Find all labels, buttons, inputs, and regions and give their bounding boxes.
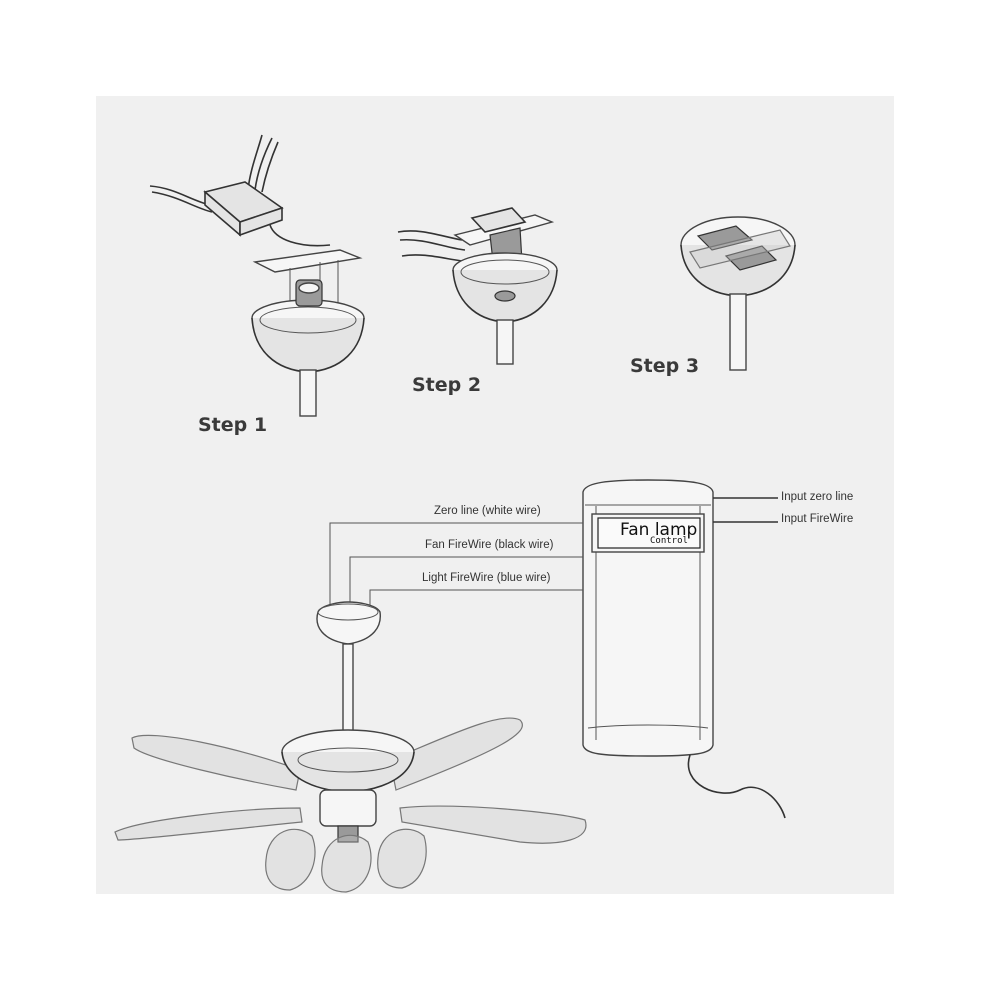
input-firewire-label: Input FireWire <box>781 513 854 525</box>
controller-illustration <box>582 479 786 819</box>
controller-title: Fan lamp <box>620 520 698 540</box>
fan-firewire-label: Fan FireWire (black wire) <box>425 539 554 551</box>
step3-label: Step 3 <box>630 355 700 377</box>
input-zero-line-label: Input zero line <box>781 491 854 503</box>
ceiling-fan-illustration <box>114 601 587 893</box>
light-firewire-label: Light FireWire (blue wire) <box>422 572 551 584</box>
step2-label: Step 2 <box>412 374 482 396</box>
step2-illustration <box>397 207 558 365</box>
zero-line-label: Zero line (white wire) <box>434 505 541 517</box>
controller-subtitle: Control <box>650 536 688 546</box>
step1-illustration <box>149 134 365 417</box>
wire-leaders <box>329 522 583 610</box>
step3-illustration <box>680 216 796 371</box>
step1-label: Step 1 <box>198 414 268 436</box>
